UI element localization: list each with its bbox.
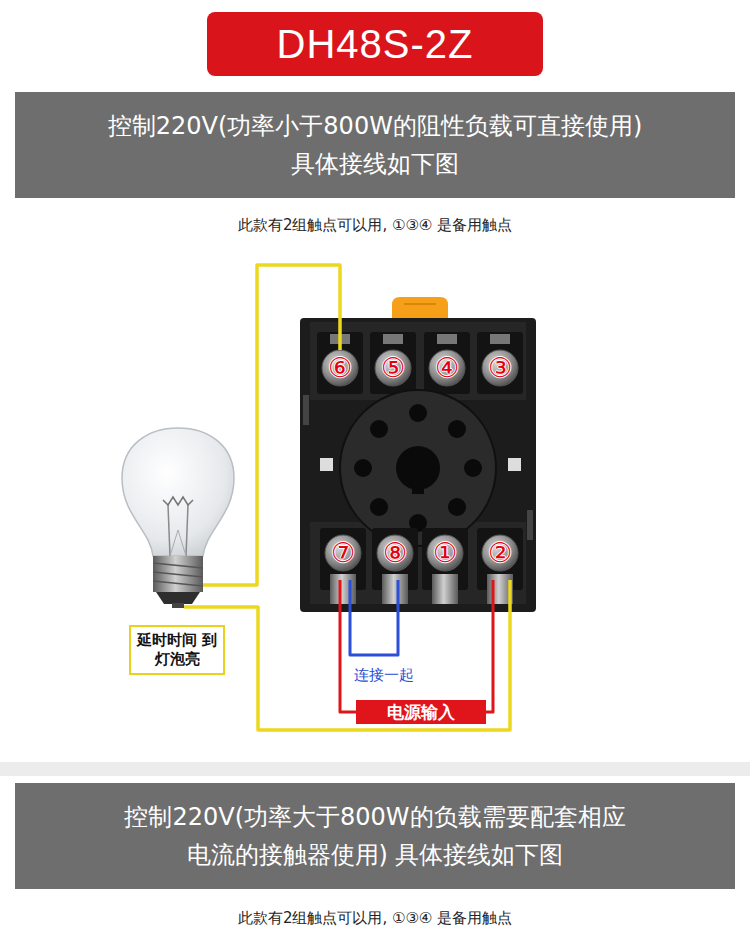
light-bulb	[122, 428, 234, 608]
note-text: 此款有2组触点可以用, ①③④ 是备用触点	[25, 908, 725, 928]
power-input-box: 电源输入	[356, 700, 486, 724]
title-banner: DH48S-2Z	[207, 12, 543, 76]
terminal-number: ④	[429, 354, 465, 382]
info-band: 控制220V(功率大于800W的负载需要配套相应 电流的接触器使用) 具体接线如…	[15, 783, 735, 889]
terminal-number: ③	[482, 354, 518, 382]
terminal-number: ②	[482, 539, 518, 567]
title-text: DH48S-2Z	[277, 22, 474, 67]
terminal-number: ⑦	[325, 539, 361, 567]
terminal-number: ⑥	[322, 354, 358, 382]
power-input-box-text: 电源输入	[387, 701, 455, 723]
callout-box: 延时时间 到灯泡亮	[129, 625, 225, 675]
callout-box-text: 延时时间 到灯泡亮	[135, 631, 219, 669]
terminal-number: ①	[427, 539, 463, 567]
info-band: 控制220V(功率小于800W的阻性负载可直接使用) 具体接线如下图	[15, 92, 735, 198]
wires	[184, 265, 510, 730]
info-band-text: 控制220V(功率小于800W的阻性负载可直接使用) 具体接线如下图	[35, 107, 715, 183]
divider-strip	[0, 762, 750, 776]
terminal-number: ⑧	[377, 539, 413, 567]
note-text: 此款有2组触点可以用, ①③④ 是备用触点	[25, 215, 725, 235]
wire-note: 连接一起	[351, 665, 417, 685]
info-band-text: 控制220V(功率大于800W的负载需要配套相应 电流的接触器使用) 具体接线如…	[35, 798, 715, 874]
terminal-number: ⑤	[375, 354, 411, 382]
relay-socket	[300, 297, 536, 612]
